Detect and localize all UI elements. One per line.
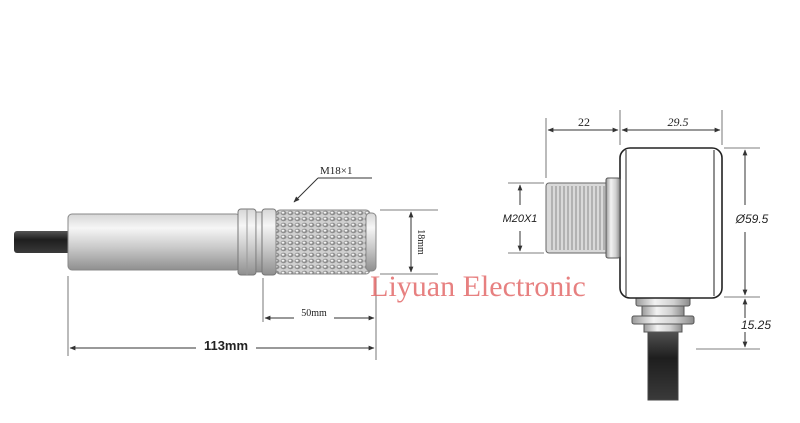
sensing-face (365, 212, 377, 272)
thread-grooves (551, 186, 605, 250)
diameter-label: 18mm (415, 229, 426, 255)
threaded-section (275, 209, 371, 275)
cylindrical-sensor: M18×1 18mm 50mm 113mm (14, 165, 438, 360)
washer (255, 211, 263, 273)
watermark-text: Liyuan Electronic (370, 270, 586, 303)
housing-diameter-label: Ø59.5 (735, 212, 769, 226)
flange-sensor: 22 29.5 M20X1 Ø59.5 15.25 (503, 110, 771, 401)
total-length-label: 113mm (204, 338, 248, 353)
flange-sensor-cable (648, 330, 678, 400)
thread-spec-label: M18×1 (320, 165, 352, 177)
lock-nut-right (261, 208, 277, 276)
gland-length-label: 15.25 (741, 318, 771, 332)
body-depth-label: 29.5 (668, 115, 689, 129)
thread-length-label: 50mm (301, 308, 327, 319)
sensor-body (67, 213, 241, 271)
thread-size-label: M20X1 (503, 213, 538, 225)
housing-body (619, 147, 723, 299)
front-depth-label: 22 (578, 115, 590, 129)
sensor-cable (14, 231, 72, 253)
